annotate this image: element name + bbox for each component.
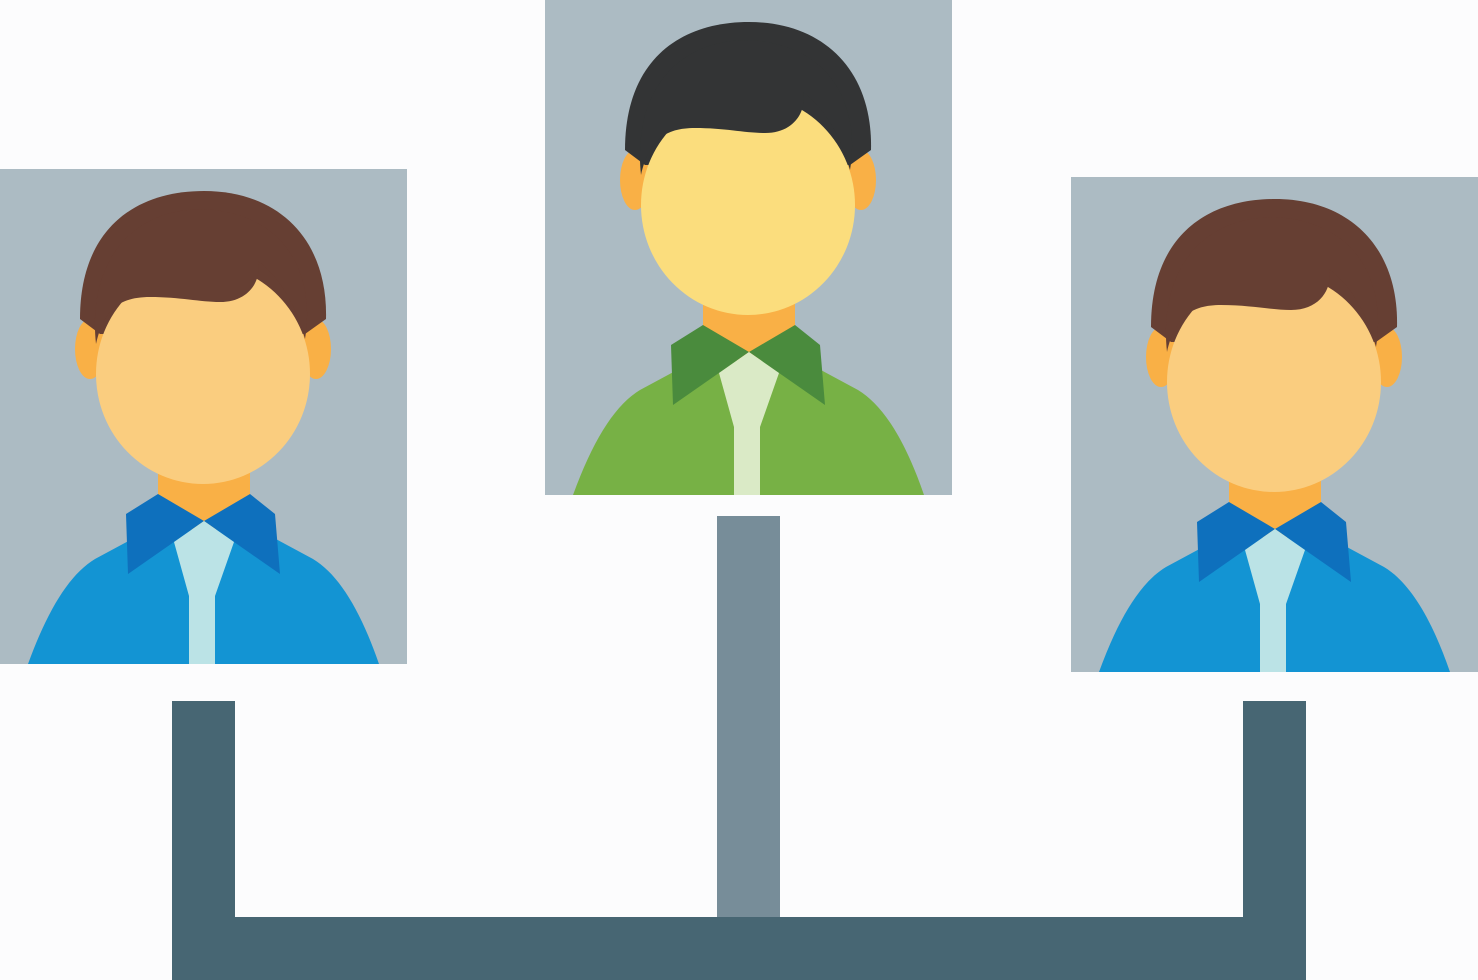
hair-fringe: [639, 40, 853, 175]
connector-horizontal-bar: [172, 917, 1306, 980]
face: [96, 264, 310, 484]
person-card-left-person: [0, 169, 407, 664]
face: [1167, 272, 1381, 492]
person-card-center-person: [545, 0, 952, 495]
person-card-right-person: [1071, 177, 1478, 672]
connector-lines: [172, 516, 1306, 980]
connector-center-stem: [717, 516, 780, 917]
collar-right: [1275, 502, 1351, 582]
collar-left: [1197, 502, 1275, 582]
hair-fringe: [1165, 217, 1379, 352]
collar-left: [671, 325, 749, 405]
person-cards: [0, 0, 1478, 672]
face: [641, 95, 855, 315]
tie: [174, 521, 234, 664]
person-avatar-icon: [28, 191, 379, 664]
person-avatar-icon: [573, 22, 924, 495]
collar-left: [126, 494, 204, 574]
hair-fringe: [94, 209, 308, 344]
tie: [719, 352, 779, 495]
collar-right: [204, 494, 280, 574]
tie: [1245, 529, 1305, 672]
collar-right: [749, 325, 825, 405]
person-avatar-icon: [1099, 199, 1450, 672]
